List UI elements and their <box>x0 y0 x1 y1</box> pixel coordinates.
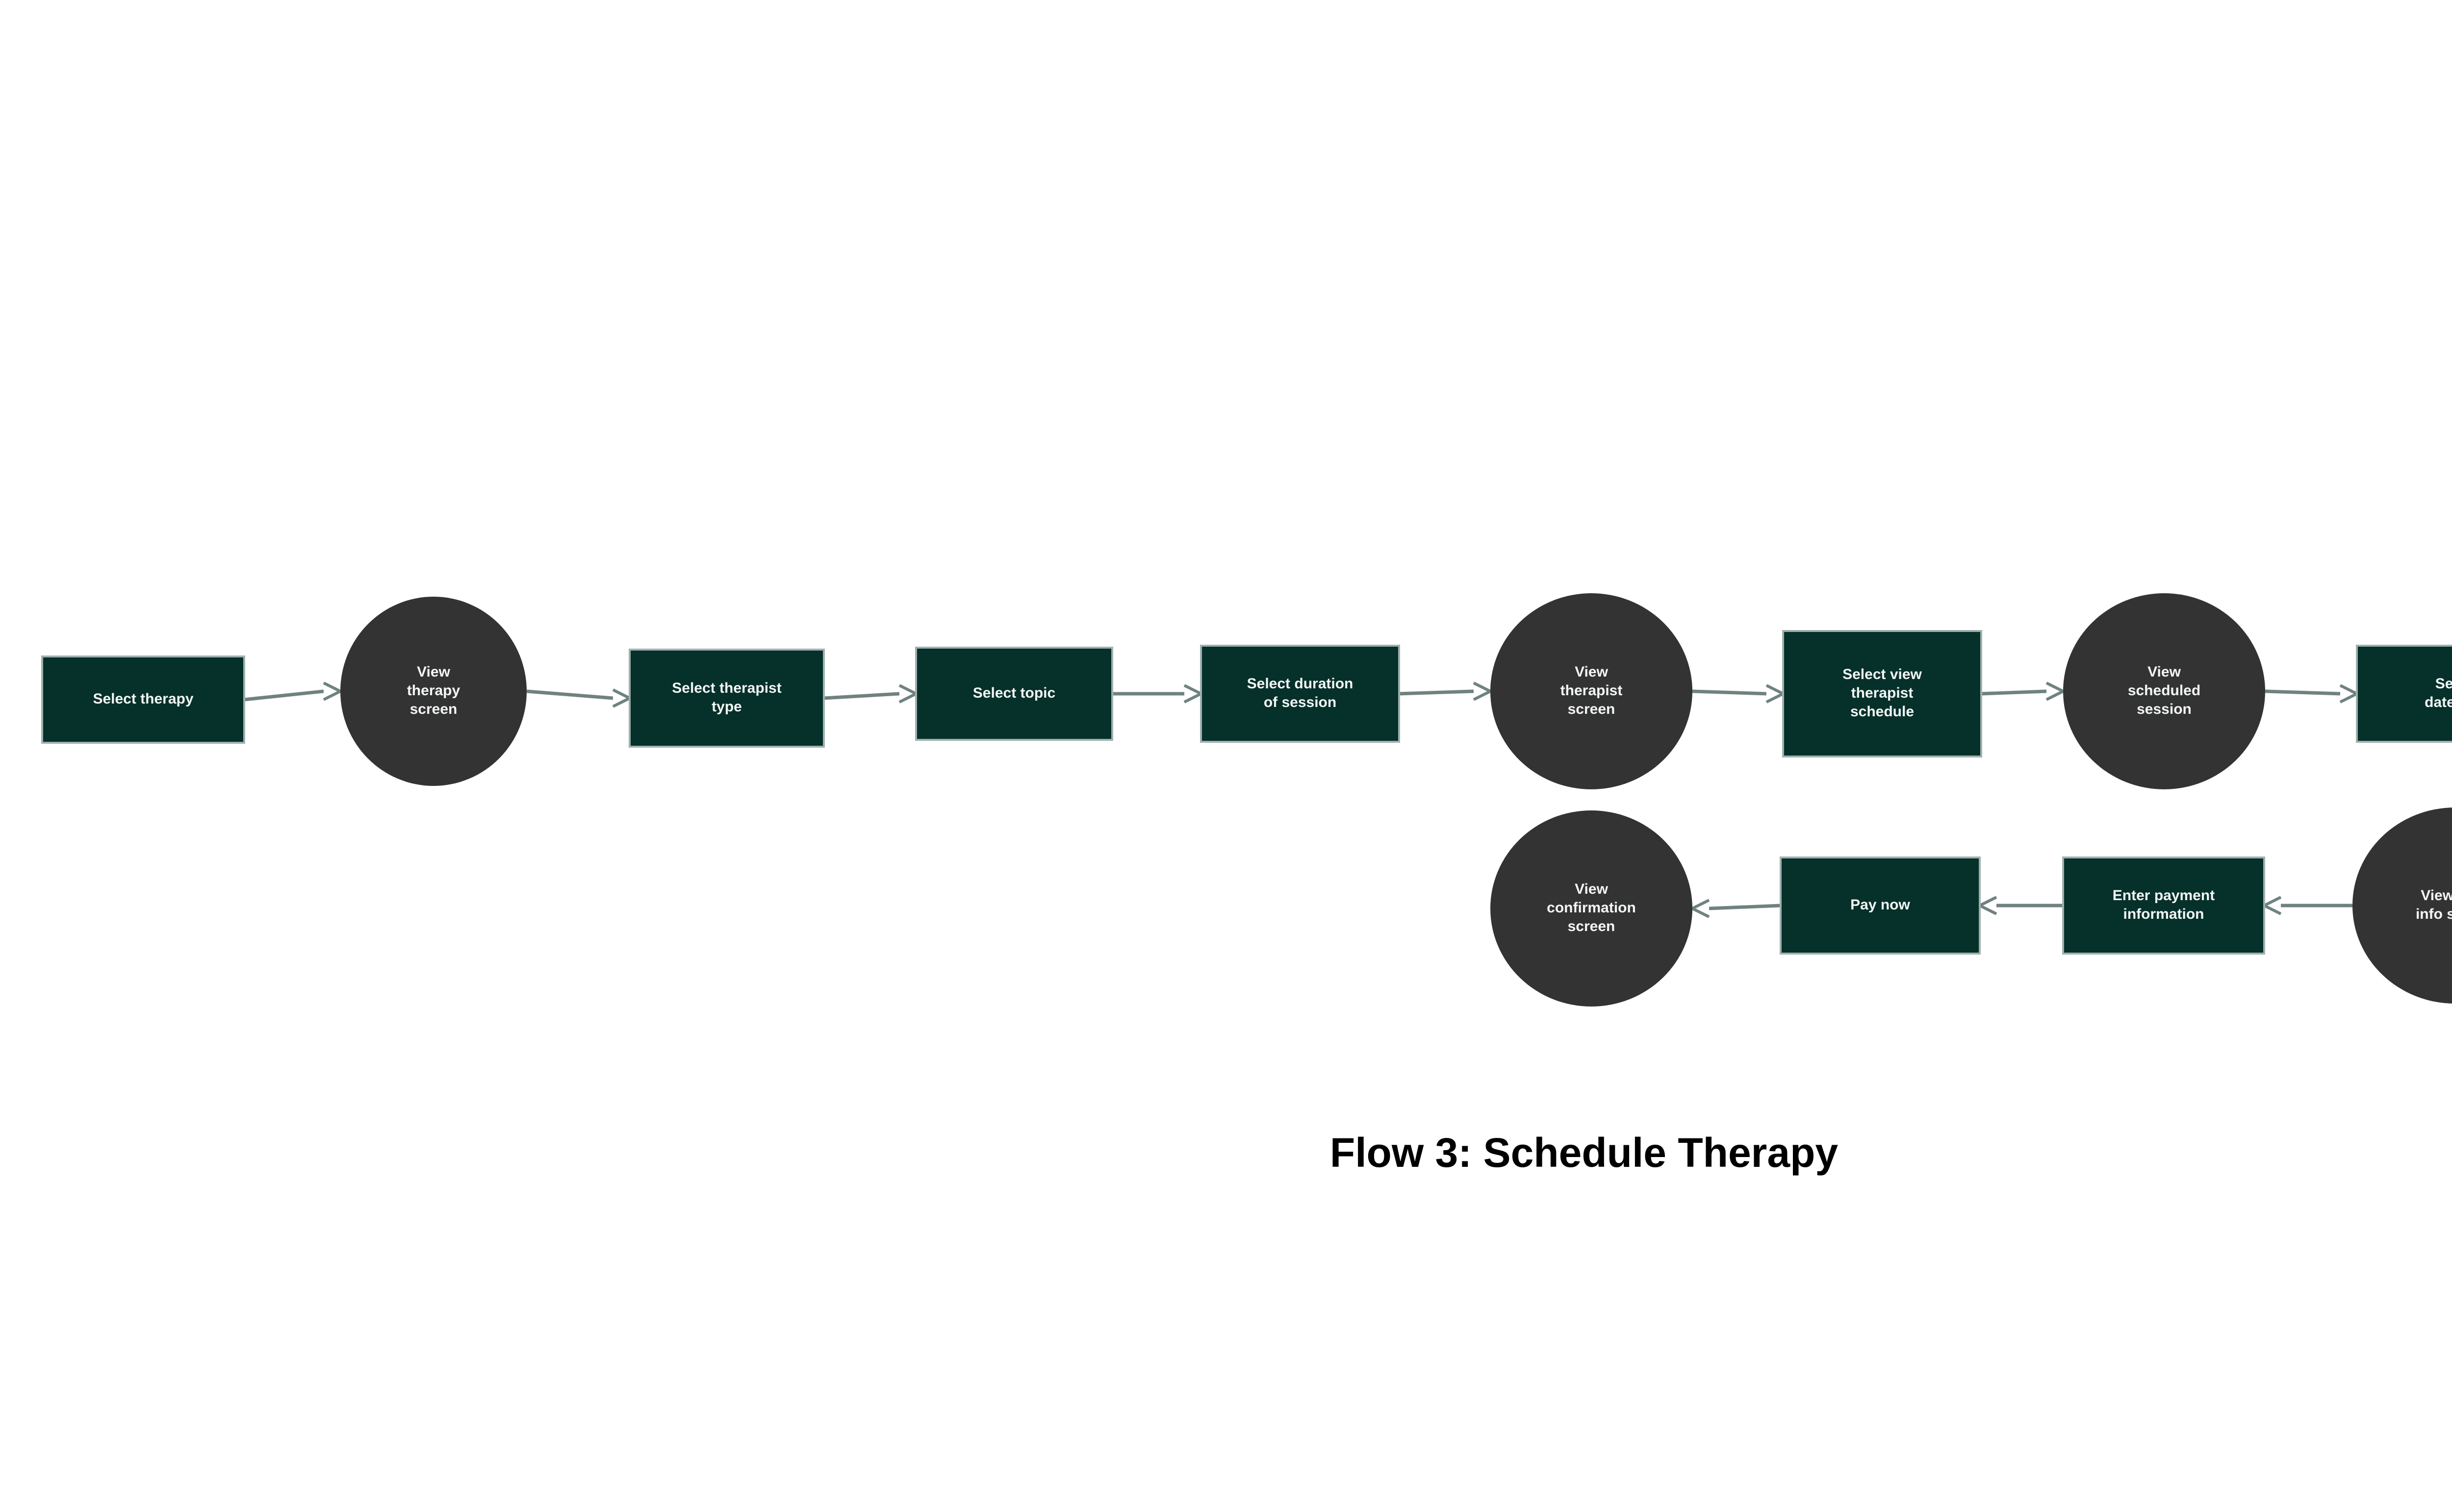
flow-edge <box>526 688 633 708</box>
node-label: View card <box>2421 887 2452 904</box>
state-ellipse[interactable] <box>1490 810 1692 1007</box>
node-label: Pay now <box>1850 897 1910 913</box>
node-label: screen <box>410 701 458 717</box>
flow-node-process[interactable]: Select topic <box>915 647 1113 741</box>
process-box[interactable] <box>41 655 245 744</box>
edge-line <box>526 689 613 700</box>
process-box[interactable] <box>1782 630 1982 757</box>
node-label: Select topic <box>973 685 1055 701</box>
state-ellipse[interactable] <box>2063 593 2265 789</box>
node-label: Enter payment <box>2113 887 2215 904</box>
flow-edge <box>1981 681 2067 701</box>
node-label: confirmation <box>1547 900 1636 916</box>
node-label: View <box>417 664 450 680</box>
node-label: therapy <box>407 682 460 699</box>
node-label: screen <box>1568 701 1615 717</box>
arrowhead-icon <box>612 688 633 708</box>
node-label: date/time <box>2425 694 2452 710</box>
flow-edge <box>1399 681 1494 701</box>
edge-line <box>1981 689 2047 696</box>
flow-node-process[interactable]: Select therapist type <box>629 649 825 748</box>
flow-edge <box>823 684 920 704</box>
state-ellipse[interactable] <box>340 597 527 786</box>
arrowhead-icon <box>1765 684 1787 704</box>
arrowhead-icon <box>2045 681 2067 701</box>
flow-node-state[interactable]: View scheduled session <box>2063 593 2265 789</box>
node-label: View <box>1575 664 1608 680</box>
flow-node-process[interactable]: Select therapy <box>41 655 245 744</box>
flow-edge <box>1976 896 2063 915</box>
node-label: of session <box>1264 694 1336 710</box>
flow-edge <box>2261 896 2352 915</box>
node-label: Select therapy <box>93 691 193 707</box>
arrowhead-icon <box>323 681 344 701</box>
flow-edge <box>1692 684 1787 704</box>
state-ellipse[interactable] <box>1490 593 1692 789</box>
node-label: session <box>2137 701 2192 717</box>
flow-node-process[interactable]: Select duration of session <box>1200 645 1400 743</box>
flow-edge <box>244 681 344 702</box>
node-label: Select duration <box>1247 676 1354 692</box>
node-label: Select therapist <box>672 680 781 696</box>
process-box[interactable] <box>2356 645 2452 743</box>
node-label: therapist <box>1560 682 1623 699</box>
process-box[interactable] <box>1200 645 1400 743</box>
state-ellipse[interactable] <box>2352 807 2452 1004</box>
edge-line <box>823 692 900 700</box>
arrowhead-icon <box>2339 684 2360 704</box>
process-box[interactable] <box>1780 857 1981 955</box>
edge-line <box>1692 689 1767 696</box>
flow-edge <box>1112 684 1204 704</box>
node-label: information <box>2123 906 2204 922</box>
flow-node-process[interactable]: Pay now <box>1780 857 1981 955</box>
arrowhead-icon <box>1183 684 1204 704</box>
flow-node-state[interactable]: View therapist screen <box>1490 593 1692 789</box>
node-label: View <box>1575 881 1608 897</box>
edge-line <box>244 689 324 702</box>
arrowhead-icon <box>2261 896 2282 915</box>
process-box[interactable] <box>2062 857 2265 955</box>
flow-node-state[interactable]: View card info screen <box>2352 807 2452 1004</box>
diagram-title: Flow 3: Schedule Therapy <box>1330 1130 1839 1176</box>
flow-node-process[interactable]: Select view therapist schedule <box>1782 630 1982 757</box>
node-label: View <box>2147 664 2181 680</box>
flow-edge <box>1689 899 1781 918</box>
flow-node-state[interactable]: View confirmation screen <box>1490 810 1692 1007</box>
edge-line <box>2265 689 2341 696</box>
node-label: Select <box>2435 676 2452 692</box>
edge-line <box>1399 689 1474 696</box>
node-label: scheduled <box>2128 682 2200 699</box>
arrowhead-icon <box>1689 899 1710 918</box>
arrowhead-icon <box>1976 896 1997 915</box>
node-label: type <box>712 699 742 715</box>
process-box[interactable] <box>915 647 1113 741</box>
node-label: schedule <box>1850 704 1914 720</box>
edge-line <box>1709 904 1781 910</box>
arrowhead-icon <box>898 684 920 704</box>
node-label: therapist <box>1851 685 1914 701</box>
edges-layer <box>244 681 2360 918</box>
flow-edge <box>2265 684 2360 704</box>
flow-node-process[interactable]: Enter payment information <box>2062 857 2265 955</box>
arrowhead-icon <box>1473 681 1494 701</box>
process-box[interactable] <box>629 649 825 748</box>
node-label: info screen <box>2416 906 2452 922</box>
flow-node-process[interactable]: Select date/time <box>2356 645 2452 743</box>
node-label: screen <box>1568 918 1615 934</box>
node-label: Select view <box>1842 666 1922 682</box>
flow-node-state[interactable]: View therapy screen <box>340 597 527 786</box>
